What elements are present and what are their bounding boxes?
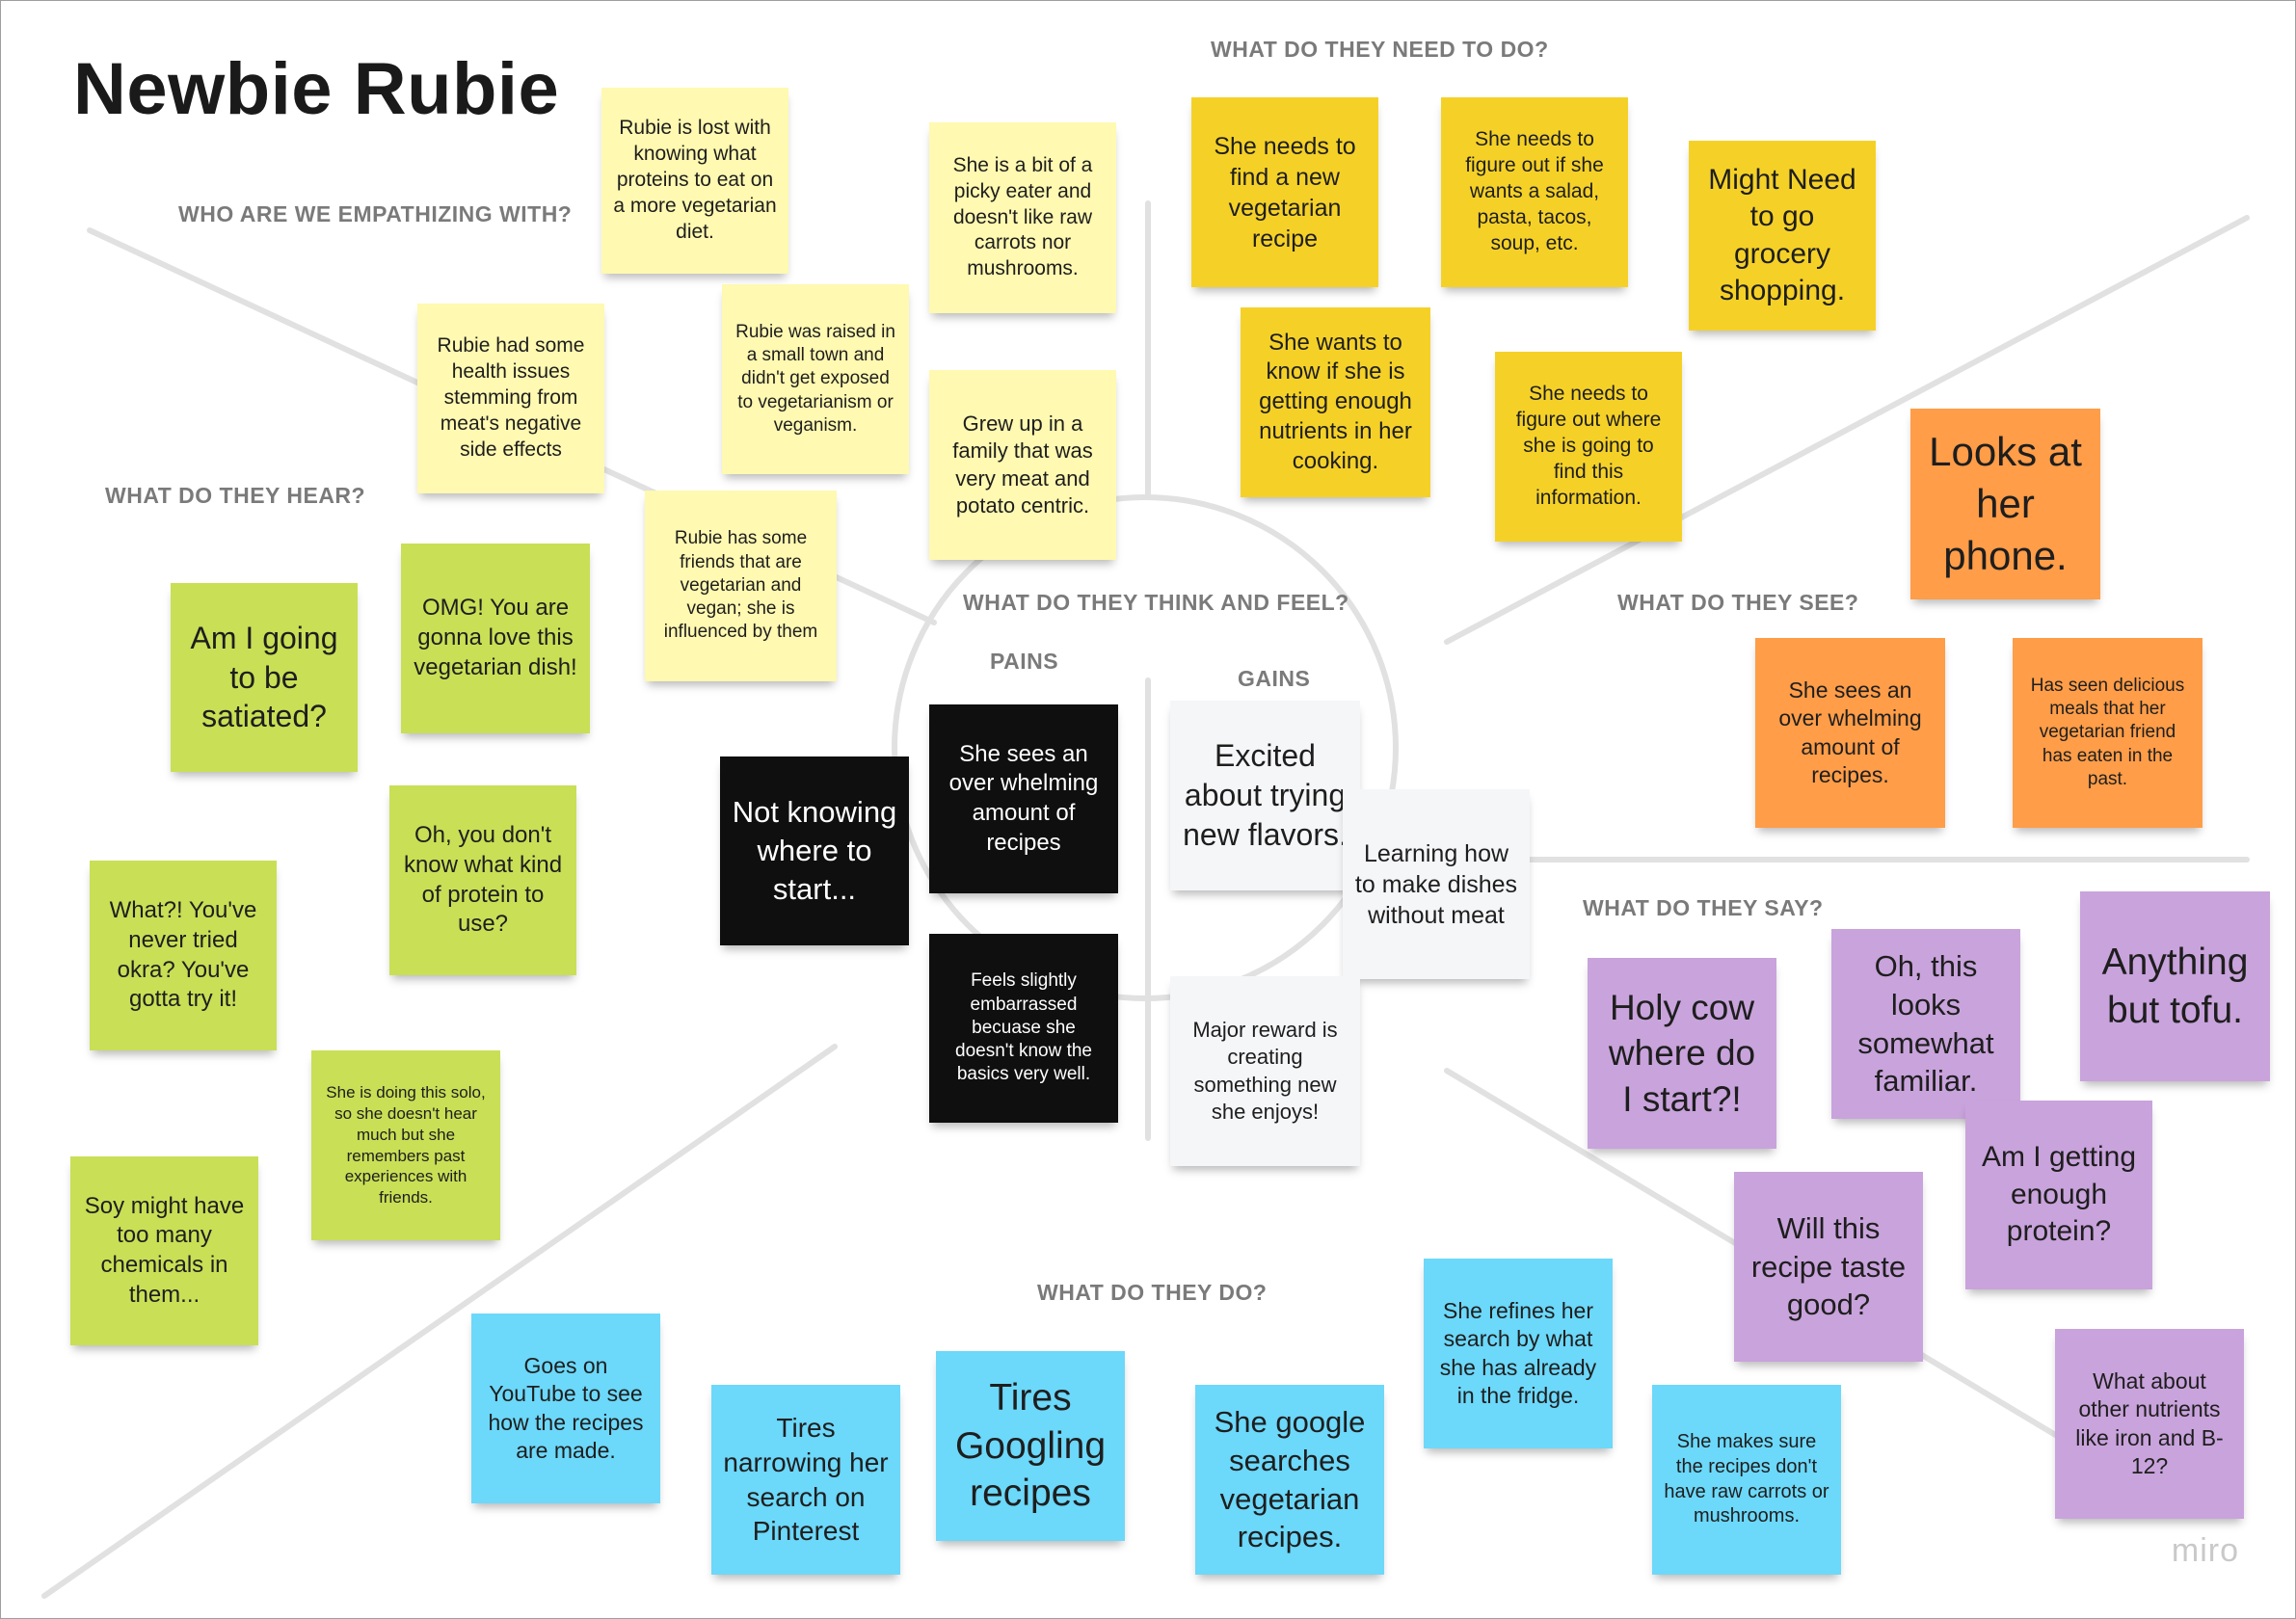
sticky-note-text: Major reward is creating something new s… xyxy=(1192,1018,1338,1124)
sticky-note-text: She sees an over whelming amount of reci… xyxy=(948,740,1099,856)
sticky-note-say[interactable]: Will this recipe taste good? xyxy=(1734,1172,1923,1362)
sticky-note-text: Excited about trying new flavors. xyxy=(1183,738,1348,852)
sticky-note-text: Am I getting enough protein? xyxy=(1981,1141,2137,1248)
sticky-note-text: What?! You've never tried okra? You've g… xyxy=(109,897,257,1013)
section-label-pains: PAINS xyxy=(990,649,1059,674)
sticky-note-see[interactable]: She sees an over whelming amount of reci… xyxy=(1755,638,1945,828)
sticky-note-text: Grew up in a family that was very meat a… xyxy=(952,411,1093,518)
sticky-note-text: She needs to figure out where she is goi… xyxy=(1515,383,1662,509)
sticky-note-text: Rubie was raised in a small town and did… xyxy=(735,321,895,436)
sticky-note-text: Oh, this looks somewhat familiar. xyxy=(1857,949,1994,1099)
section-label-think-feel: WHAT DO THEY THINK AND FEEL? xyxy=(963,590,1349,615)
sticky-note-text: She makes sure the recipes don't have ra… xyxy=(1664,1431,1829,1527)
sticky-note-hear[interactable]: Oh, you don't know what kind of protein … xyxy=(389,785,576,975)
sticky-note-text: Goes on YouTube to see how the recipes a… xyxy=(488,1352,644,1463)
sticky-note-text: Oh, you don't know what kind of protein … xyxy=(403,822,563,938)
sticky-note-text: Am I going to be satiated? xyxy=(190,620,338,734)
sticky-note-text: Tires narrowing her search on Pinterest xyxy=(723,1412,889,1547)
sticky-note-hear[interactable]: Am I going to be satiated? xyxy=(171,583,358,772)
sticky-note-who[interactable]: Rubie had some health issues stemming fr… xyxy=(417,304,604,493)
sticky-note-text: Might Need to go grocery shopping. xyxy=(1708,163,1856,306)
sticky-note-text: Feels slightly embarrassed becuase she d… xyxy=(955,970,1092,1085)
sticky-note-who[interactable]: She is a bit of a picky eater and doesn'… xyxy=(929,122,1116,313)
sticky-note-need[interactable]: She needs to figure out where she is goi… xyxy=(1495,352,1682,542)
sticky-note-text: Learning how to make dishes without meat xyxy=(1354,839,1518,929)
sticky-note-pain[interactable]: Not knowing where to start... xyxy=(720,756,909,945)
sticky-note-gain[interactable]: Major reward is creating something new s… xyxy=(1170,976,1360,1166)
sticky-note-text: She needs to find a new vegetarian recip… xyxy=(1214,132,1356,252)
section-label-say: WHAT DO THEY SAY? xyxy=(1583,895,1824,920)
sticky-note-say[interactable]: Holy cow where do I start?! xyxy=(1588,958,1776,1149)
section-label-who: WHO ARE WE EMPATHIZING WITH? xyxy=(178,201,573,226)
section-label-gains: GAINS xyxy=(1238,666,1311,691)
sticky-note-see[interactable]: Looks at her phone. xyxy=(1910,409,2100,599)
sticky-note-text: She is a bit of a picky eater and doesn'… xyxy=(952,153,1093,280)
sticky-note-need[interactable]: She wants to know if she is getting enou… xyxy=(1241,307,1430,497)
sticky-note-text: She sees an over whelming amount of reci… xyxy=(1778,677,1922,787)
divider-bottom-left xyxy=(41,1044,838,1599)
section-label-hear: WHAT DO THEY HEAR? xyxy=(105,483,366,508)
sticky-note-text: Will this recipe taste good? xyxy=(1750,1210,1907,1322)
sticky-note-do[interactable]: Goes on YouTube to see how the recipes a… xyxy=(471,1314,660,1503)
sticky-note-text: Soy might have too many chemicals in the… xyxy=(84,1192,245,1308)
sticky-note-text: She is doing this solo, so she doesn't h… xyxy=(326,1083,486,1207)
sticky-note-text: Tires Googling recipes xyxy=(954,1376,1107,1515)
sticky-note-see[interactable]: Has seen delicious meals that her vegeta… xyxy=(2013,638,2203,828)
sticky-note-text: Rubie is lost with knowing what proteins… xyxy=(613,117,777,243)
sticky-note-text: She needs to figure out if she wants a s… xyxy=(1465,128,1604,254)
sticky-note-hear[interactable]: Soy might have too many chemicals in the… xyxy=(70,1156,258,1345)
sticky-note-text: Holy cow where do I start?! xyxy=(1608,987,1756,1119)
sticky-note-do[interactable]: She refines her search by what she has a… xyxy=(1424,1259,1613,1448)
sticky-note-text: She google searches vegetarian recipes. xyxy=(1214,1405,1366,1554)
sticky-note-text: Not knowing where to start... xyxy=(732,795,897,906)
section-label-see: WHAT DO THEY SEE? xyxy=(1617,590,1859,615)
sticky-note-pain[interactable]: She sees an over whelming amount of reci… xyxy=(929,704,1118,893)
sticky-note-gain[interactable]: Excited about trying new flavors. xyxy=(1170,701,1360,890)
sticky-note-hear[interactable]: What?! You've never tried okra? You've g… xyxy=(90,861,277,1050)
sticky-note-text: Rubie had some health issues stemming fr… xyxy=(437,334,585,461)
sticky-note-text: Anything but tofu. xyxy=(2101,941,2249,1031)
sticky-note-text: OMG! You are gonna love this vegetarian … xyxy=(414,595,577,680)
sticky-note-who[interactable]: Rubie was raised in a small town and did… xyxy=(722,284,909,474)
sticky-note-text: Has seen delicious meals that her vegeta… xyxy=(2030,675,2185,789)
sticky-note-do[interactable]: Tires narrowing her search on Pinterest xyxy=(711,1385,900,1575)
sticky-note-say[interactable]: Oh, this looks somewhat familiar. xyxy=(1831,929,2020,1119)
section-label-need: WHAT DO THEY NEED TO DO? xyxy=(1211,37,1549,62)
board-title: Newbie Rubie xyxy=(73,48,560,130)
sticky-note-need[interactable]: She needs to figure out if she wants a s… xyxy=(1441,97,1628,287)
sticky-note-who[interactable]: Rubie is lost with knowing what proteins… xyxy=(601,88,788,274)
sticky-note-need[interactable]: She needs to find a new vegetarian recip… xyxy=(1191,97,1378,287)
sticky-note-hear[interactable]: OMG! You are gonna love this vegetarian … xyxy=(401,544,590,733)
sticky-note-pain[interactable]: Feels slightly embarrassed becuase she d… xyxy=(929,934,1118,1123)
sticky-note-hear[interactable]: She is doing this solo, so she doesn't h… xyxy=(311,1050,500,1240)
sticky-note-say[interactable]: What about other nutrients like iron and… xyxy=(2055,1329,2244,1519)
sticky-note-need[interactable]: Might Need to go grocery shopping. xyxy=(1689,141,1876,331)
miro-logo: miro xyxy=(2171,1532,2239,1569)
sticky-note-who[interactable]: Grew up in a family that was very meat a… xyxy=(929,370,1116,560)
sticky-note-say[interactable]: Anything but tofu. xyxy=(2080,891,2270,1081)
sticky-note-do[interactable]: Tires Googling recipes xyxy=(936,1351,1125,1541)
sticky-note-gain[interactable]: Learning how to make dishes without meat xyxy=(1343,789,1530,979)
sticky-note-do[interactable]: She makes sure the recipes don't have ra… xyxy=(1652,1385,1841,1575)
divider-top-right xyxy=(1444,215,2250,645)
section-label-do: WHAT DO THEY DO? xyxy=(1037,1280,1268,1305)
sticky-note-say[interactable]: Am I getting enough protein? xyxy=(1965,1101,2152,1289)
sticky-note-who[interactable]: Rubie has some friends that are vegetari… xyxy=(645,491,837,681)
sticky-note-text: Looks at her phone. xyxy=(1929,429,2082,578)
sticky-note-do[interactable]: She google searches vegetarian recipes. xyxy=(1195,1385,1384,1575)
sticky-note-text: She wants to know if she is getting enou… xyxy=(1259,329,1412,474)
sticky-note-text: She refines her search by what she has a… xyxy=(1439,1297,1597,1408)
sticky-note-text: What about other nutrients like iron and… xyxy=(2075,1367,2224,1478)
sticky-note-text: Rubie has some friends that are vegetari… xyxy=(663,528,818,643)
